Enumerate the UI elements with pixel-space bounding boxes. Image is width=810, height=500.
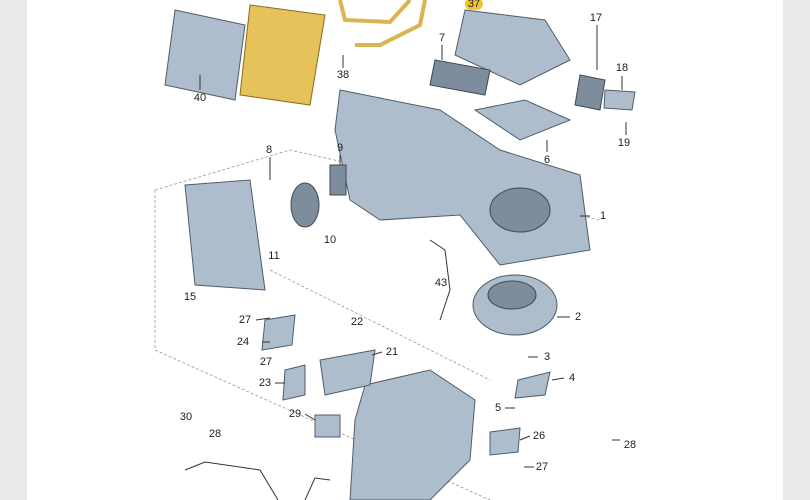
servo-17 xyxy=(574,74,606,111)
callout-28b[interactable]: 28 xyxy=(623,439,637,451)
callout-40[interactable]: 40 xyxy=(193,92,207,104)
servo-9 xyxy=(329,164,347,196)
motor-8 xyxy=(290,182,320,228)
callout-28a[interactable]: 28 xyxy=(208,428,222,440)
callout-9[interactable]: 9 xyxy=(336,142,344,154)
blower-opening xyxy=(489,187,551,233)
parts-diagram: 37 40 38 7 17 18 19 6 8 9 10 11 1 15 43 … xyxy=(27,0,783,500)
callout-27b[interactable]: 27 xyxy=(259,356,273,368)
callout-24[interactable]: 24 xyxy=(236,336,250,348)
callout-8[interactable]: 8 xyxy=(265,144,273,156)
blower-wheel xyxy=(487,280,537,310)
wire-harness xyxy=(184,461,331,500)
evaporator xyxy=(239,4,326,106)
heater-core xyxy=(164,9,246,101)
flap-7 xyxy=(429,59,491,96)
callout-17[interactable]: 17 xyxy=(589,12,603,24)
heater-8 xyxy=(184,179,266,291)
callout-2[interactable]: 2 xyxy=(574,311,582,323)
part-26 xyxy=(489,427,521,456)
resistor-4 xyxy=(514,371,551,399)
cabin-filter xyxy=(473,99,572,141)
servo-21 xyxy=(319,349,376,396)
callout-27a[interactable]: 27 xyxy=(238,314,252,326)
callout-4[interactable]: 4 xyxy=(568,372,576,384)
callout-11[interactable]: 11 xyxy=(268,250,280,262)
callout-7[interactable]: 7 xyxy=(438,32,446,44)
callout-19[interactable]: 19 xyxy=(617,137,631,149)
callout-15[interactable]: 15 xyxy=(183,291,197,303)
callout-3[interactable]: 3 xyxy=(543,351,551,363)
callout-10[interactable]: 10 xyxy=(323,234,337,246)
sensor-18 xyxy=(603,89,636,111)
callout-18[interactable]: 18 xyxy=(615,62,629,74)
part-29 xyxy=(314,414,341,438)
callout-1[interactable]: 1 xyxy=(599,210,607,222)
air-distribution-housing xyxy=(454,9,571,86)
callout-5[interactable]: 5 xyxy=(494,402,502,414)
callout-38[interactable]: 38 xyxy=(336,69,350,81)
servo-23 xyxy=(282,364,306,401)
pipe-43 xyxy=(429,239,451,321)
callout-30[interactable]: 30 xyxy=(179,411,193,423)
callout-23[interactable]: 23 xyxy=(258,377,272,389)
callout-43[interactable]: 43 xyxy=(434,277,448,289)
callout-22[interactable]: 22 xyxy=(350,316,364,328)
refrigerant-pipe xyxy=(338,0,427,47)
callout-6[interactable]: 6 xyxy=(543,154,551,166)
callout-37-highlighted[interactable]: 37 xyxy=(464,0,484,10)
lower-housing xyxy=(349,369,476,500)
callout-27c[interactable]: 27 xyxy=(535,461,549,473)
callout-26[interactable]: 26 xyxy=(532,430,546,442)
diagram-drawing xyxy=(154,0,636,500)
callout-29[interactable]: 29 xyxy=(288,408,302,420)
servo-24 xyxy=(261,314,296,351)
callout-21[interactable]: 21 xyxy=(385,346,399,358)
